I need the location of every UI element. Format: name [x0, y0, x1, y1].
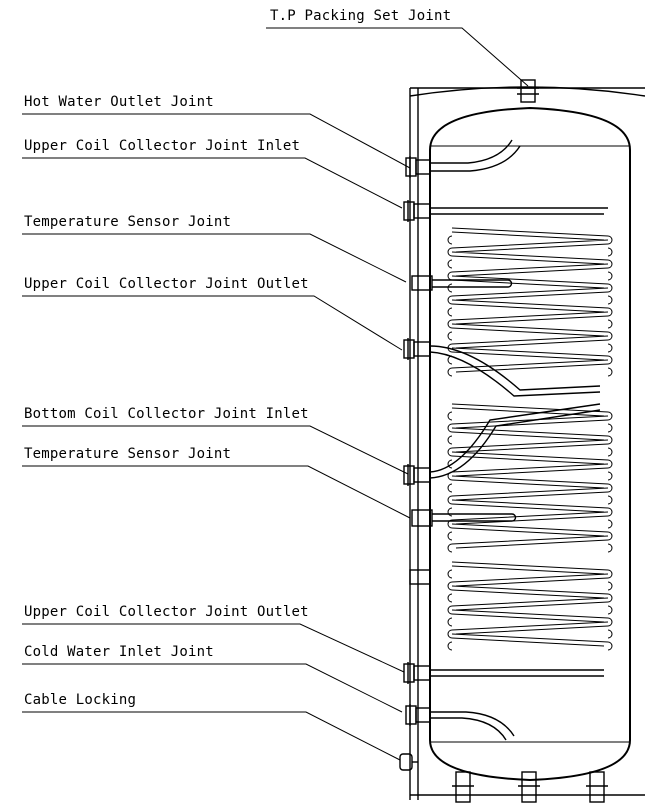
leader-upper-coil-outlet-2	[22, 623, 405, 673]
tp-packing-joint	[517, 79, 539, 103]
leader-temp-sensor-1	[22, 233, 407, 283]
side-joints	[399, 156, 433, 771]
tank-body	[429, 106, 631, 782]
upper-coil	[451, 227, 609, 373]
upper-coil-outlet-1-fitting	[403, 338, 431, 360]
label-temp-sensor-2: Temperature Sensor Joint	[24, 446, 231, 462]
bottom-coil-inlet-fitting	[403, 464, 431, 486]
leader-bottom-coil-inlet	[22, 425, 409, 475]
bottom-coil-lower	[451, 561, 609, 647]
leader-upper-coil-outlet-1	[22, 295, 403, 351]
bottom-coil-upper	[451, 403, 609, 549]
label-temp-sensor-1: Temperature Sensor Joint	[24, 214, 231, 230]
leader-lines	[22, 27, 529, 761]
plug-fitting	[409, 569, 431, 585]
tank-inner-line	[430, 145, 630, 743]
label-upper-coil-inlet: Upper Coil Collector Joint Inlet	[24, 138, 300, 154]
heat-exchanger-coils	[447, 227, 613, 651]
label-upper-coil-outlet-2: Upper Coil Collector Joint Outlet	[24, 604, 309, 620]
bottom-coil-upper-turns	[447, 411, 613, 553]
bottom-coil-lower-turns	[447, 569, 613, 651]
upper-coil-inlet-fitting	[403, 200, 431, 222]
label-bottom-coil-inlet: Bottom Coil Collector Joint Inlet	[24, 406, 309, 422]
outer-jacket	[409, 86, 645, 800]
temp-sensor-1-fitting	[411, 275, 433, 291]
hot-water-outlet-fitting	[405, 156, 431, 178]
leader-hot-water-outlet	[22, 113, 411, 169]
upper-coil-outlet-2-fitting	[403, 662, 431, 684]
leader-cable-locking	[22, 711, 401, 761]
label-hot-water-outlet: Hot Water Outlet Joint	[24, 94, 214, 110]
label-cold-water-inlet: Cold Water Inlet Joint	[24, 644, 214, 660]
leader-tp-packing	[266, 27, 529, 87]
cold-water-inlet-fitting	[405, 704, 431, 726]
labels: T.P Packing Set Joint Hot Water Outlet J…	[24, 8, 451, 708]
leader-cold-water-inlet	[22, 663, 403, 713]
temp-sensor-2-fitting	[411, 509, 433, 527]
leader-upper-coil-inlet	[22, 157, 403, 209]
label-cable-locking: Cable Locking	[24, 692, 136, 708]
label-upper-coil-outlet-1: Upper Coil Collector Joint Outlet	[24, 276, 309, 292]
label-tp-packing: T.P Packing Set Joint	[270, 8, 451, 24]
tank-feet	[452, 771, 608, 803]
upper-coil-turns	[447, 235, 613, 377]
cable-locking-fitting	[399, 753, 418, 771]
internal-pipes	[429, 139, 608, 741]
leader-temp-sensor-2	[22, 465, 411, 519]
